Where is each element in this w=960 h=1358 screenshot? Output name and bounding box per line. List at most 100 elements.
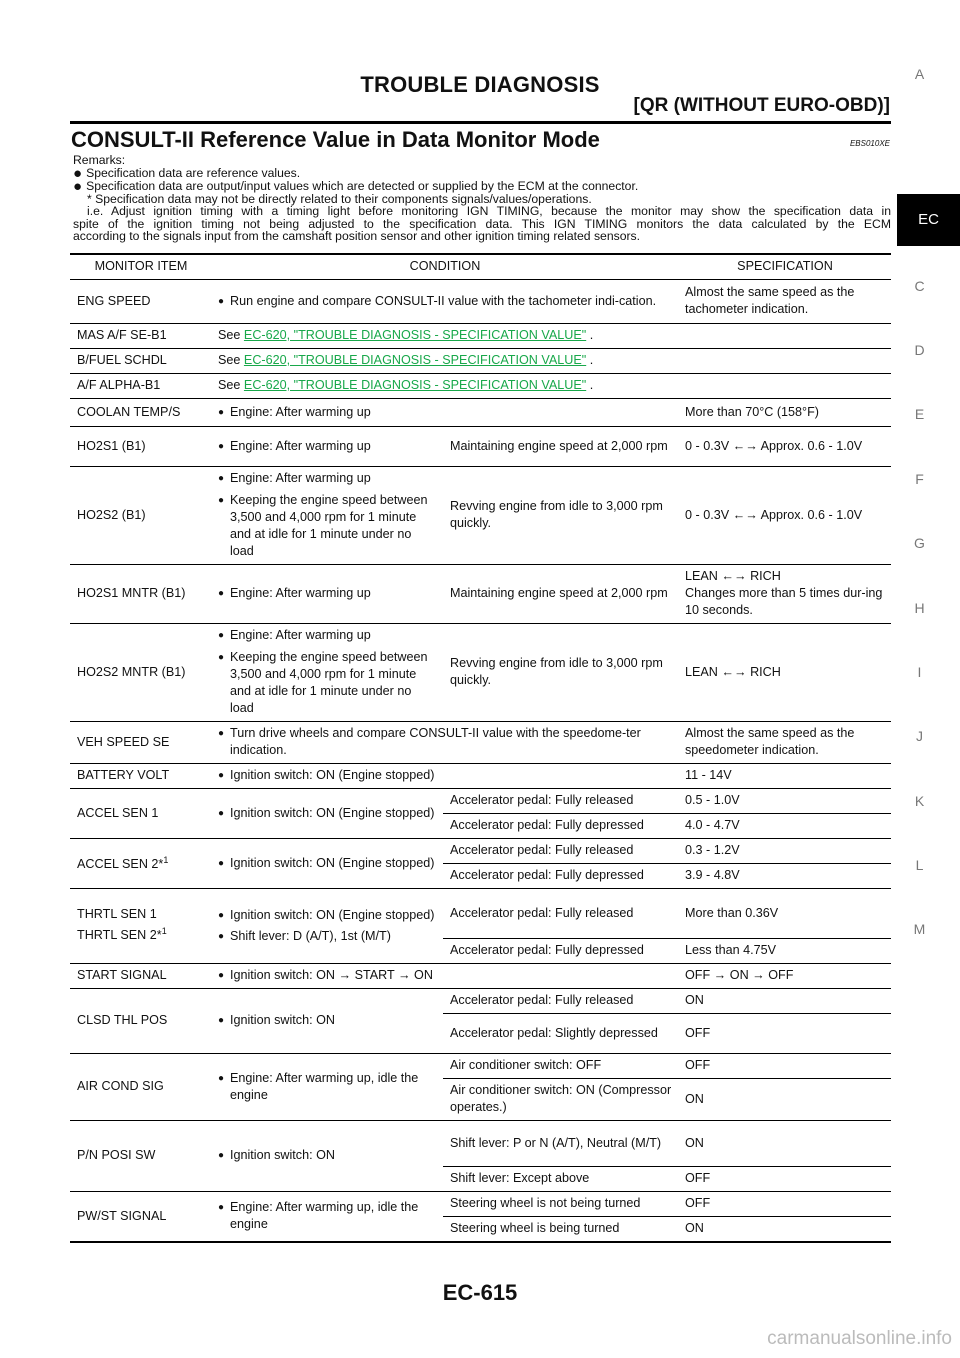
specification: 4.0 - 4.7V	[678, 813, 891, 839]
sub-condition: Accelerator pedal: Slightly depressed	[443, 1013, 678, 1054]
monitor-item: START SIGNAL	[70, 963, 211, 989]
sub-condition: Steering wheel is not being turned	[443, 1191, 678, 1217]
page-header-subtitle: [QR (WITHOUT EURO-OBD)]	[633, 95, 890, 116]
index-tab-m[interactable]: M	[913, 921, 926, 937]
table-row: Accelerator pedal: Fully depressed Less …	[70, 938, 891, 964]
specification: OFF	[678, 1191, 891, 1217]
index-tab-j[interactable]: J	[916, 728, 923, 744]
condition: See EC-620, "TROUBLE DIAGNOSIS - SPECIFI…	[211, 373, 891, 399]
index-tab-d[interactable]: D	[914, 342, 925, 358]
table-row: A/F ALPHA-B1 See EC-620, "TROUBLE DIAGNO…	[70, 373, 891, 399]
sub-condition: Shift lever: P or N (A/T), Neutral (M/T)	[443, 1120, 678, 1167]
page-number: EC-615	[442, 1280, 518, 1305]
index-tab-e[interactable]: E	[914, 406, 925, 422]
specification: Almost the same speed as the speedometer…	[678, 721, 891, 764]
condition: Ignition switch: ON	[211, 1120, 443, 1192]
specification: Less than 4.75V	[678, 938, 891, 964]
column-header-specification: SPECIFICATION	[678, 253, 891, 280]
monitor-item: B/FUEL SCHDL	[70, 348, 211, 374]
index-tab-ec-active[interactable]: EC	[897, 194, 960, 246]
condition: Ignition switch: ON (Engine stopped)Shif…	[211, 888, 443, 964]
table-row: PW/ST SIGNAL Engine: After warming up, i…	[70, 1191, 891, 1242]
table-row: MAS A/F SE-B1 See EC-620, "TROUBLE DIAGN…	[70, 323, 891, 349]
monitor-item: PW/ST SIGNAL	[70, 1191, 211, 1242]
condition: Engine: After warming upKeeping the engi…	[211, 466, 443, 565]
spec-value-link[interactable]: EC-620, "TROUBLE DIAGNOSIS - SPECIFICATI…	[243, 353, 587, 367]
monitor-item: P/N POSI SW	[70, 1120, 211, 1192]
specification: ON	[678, 1216, 891, 1242]
specification: 0.3 - 1.2V	[678, 838, 891, 864]
index-tab-k[interactable]: K	[914, 793, 925, 809]
index-tab-h[interactable]: H	[914, 600, 925, 616]
section-title: CONSULT-II Reference Value in Data Monit…	[71, 127, 600, 152]
condition: Engine: After warming up	[211, 564, 443, 624]
table-row: Accelerator pedal: Fully depressed 4.0 -…	[70, 813, 891, 839]
remark-note: * Specification data may not be directly…	[87, 191, 592, 206]
column-header-monitor-item: MONITOR ITEM	[70, 253, 211, 280]
table-row: HO2S2 MNTR (B1) Engine: After warming up…	[70, 623, 891, 722]
index-tab-a[interactable]: A	[914, 66, 925, 82]
sub-condition: Accelerator pedal: Fully released	[443, 788, 678, 814]
table-row: B/FUEL SCHDL See EC-620, "TROUBLE DIAGNO…	[70, 348, 891, 374]
index-tab-c[interactable]: C	[914, 278, 925, 294]
specification: ON	[678, 1120, 891, 1167]
remark-bullet: ●Specification data are output/input val…	[73, 177, 639, 195]
monitor-item: HO2S1 (B1)	[70, 426, 211, 467]
sub-condition: Maintaining engine speed at 2,000 rpm	[443, 426, 678, 467]
monitor-item: ACCEL SEN 2*1	[70, 838, 211, 889]
table-row: VEH SPEED SE Turn drive wheels and compa…	[70, 721, 891, 764]
table-row: ENG SPEED Run engine and compare CONSULT…	[70, 279, 891, 324]
monitor-item: COOLAN TEMP/S	[70, 398, 211, 427]
condition: Ignition switch: ON (Engine stopped)	[211, 838, 443, 889]
specification: Almost the same speed as the tachometer …	[678, 279, 891, 324]
specification: 0 - 0.3V ←→ Approx. 0.6 - 1.0V	[678, 426, 891, 467]
sub-condition: Accelerator pedal: Fully depressed	[443, 938, 678, 964]
sub-condition: Maintaining engine speed at 2,000 rpm	[443, 564, 678, 624]
data-monitor-reference-table: MONITOR ITEM CONDITION SPECIFICATION ENG…	[70, 253, 891, 1243]
specification: More than 0.36V	[678, 888, 891, 939]
condition: Turn drive wheels and compare CONSULT-II…	[211, 721, 678, 764]
index-tab-l[interactable]: L	[915, 857, 924, 873]
sub-condition: Air conditioner switch: ON (Compressor o…	[443, 1078, 678, 1121]
remark-note: i.e. Adjust ignition timing with a timin…	[87, 204, 891, 219]
sub-condition: Accelerator pedal: Fully released	[443, 888, 678, 939]
monitor-item: MAS A/F SE-B1	[70, 323, 211, 349]
table-row: Accelerator pedal: Slightly depressed OF…	[70, 1013, 891, 1054]
table-row: HO2S2 (B1) Engine: After warming upKeepi…	[70, 466, 891, 565]
header-rule	[70, 121, 891, 124]
spec-value-link[interactable]: EC-620, "TROUBLE DIAGNOSIS - SPECIFICATI…	[243, 328, 587, 342]
condition: Engine: After warming up, idle the engin…	[211, 1191, 443, 1242]
remark-bullet: ●Specification data are reference values…	[73, 164, 301, 182]
specification: More than 70°C (158°F)	[678, 398, 891, 427]
index-tab-f[interactable]: F	[915, 471, 924, 487]
monitor-item: VEH SPEED SE	[70, 721, 211, 764]
condition: Engine: After warming upKeeping the engi…	[211, 623, 443, 722]
section-code: EBS010XE	[849, 139, 890, 148]
table-row: ACCEL SEN 1 Ignition switch: ON (Engine …	[70, 788, 891, 839]
table-header-row: MONITOR ITEM CONDITION SPECIFICATION	[70, 253, 891, 280]
remark-note: according to the signals input from the …	[73, 229, 641, 244]
specification: 11 - 14V	[678, 763, 891, 789]
monitor-item: BATTERY VOLT	[70, 763, 211, 789]
sub-condition: Accelerator pedal: Fully released	[443, 988, 678, 1014]
table-row: HO2S1 (B1) Engine: After warming up Main…	[70, 426, 891, 467]
specification: OFF	[678, 1166, 891, 1192]
index-tab-i[interactable]: I	[917, 664, 922, 680]
table-row: COOLAN TEMP/S Engine: After warming up M…	[70, 398, 891, 427]
sub-condition: Revving engine from idle to 3,000 rpm qu…	[443, 466, 678, 565]
table-row: Steering wheel is being turned ON	[70, 1216, 891, 1242]
sub-condition: Accelerator pedal: Fully depressed	[443, 863, 678, 889]
condition: See EC-620, "TROUBLE DIAGNOSIS - SPECIFI…	[211, 323, 891, 349]
specification: ON	[678, 1078, 891, 1121]
sub-condition: Accelerator pedal: Fully released	[443, 838, 678, 864]
table-row: P/N POSI SW Ignition switch: ON Shift le…	[70, 1120, 891, 1192]
watermark: carmanualsonline.info	[767, 1328, 952, 1349]
spec-value-link[interactable]: EC-620, "TROUBLE DIAGNOSIS - SPECIFICATI…	[243, 378, 587, 392]
sub-condition: Steering wheel is being turned	[443, 1216, 678, 1242]
remark-note: spite of the ignition timing not being a…	[73, 216, 891, 231]
index-tab-g[interactable]: G	[914, 535, 925, 551]
monitor-item: HO2S1 MNTR (B1)	[70, 564, 211, 624]
page-header-title: TROUBLE DIAGNOSIS	[360, 72, 600, 97]
